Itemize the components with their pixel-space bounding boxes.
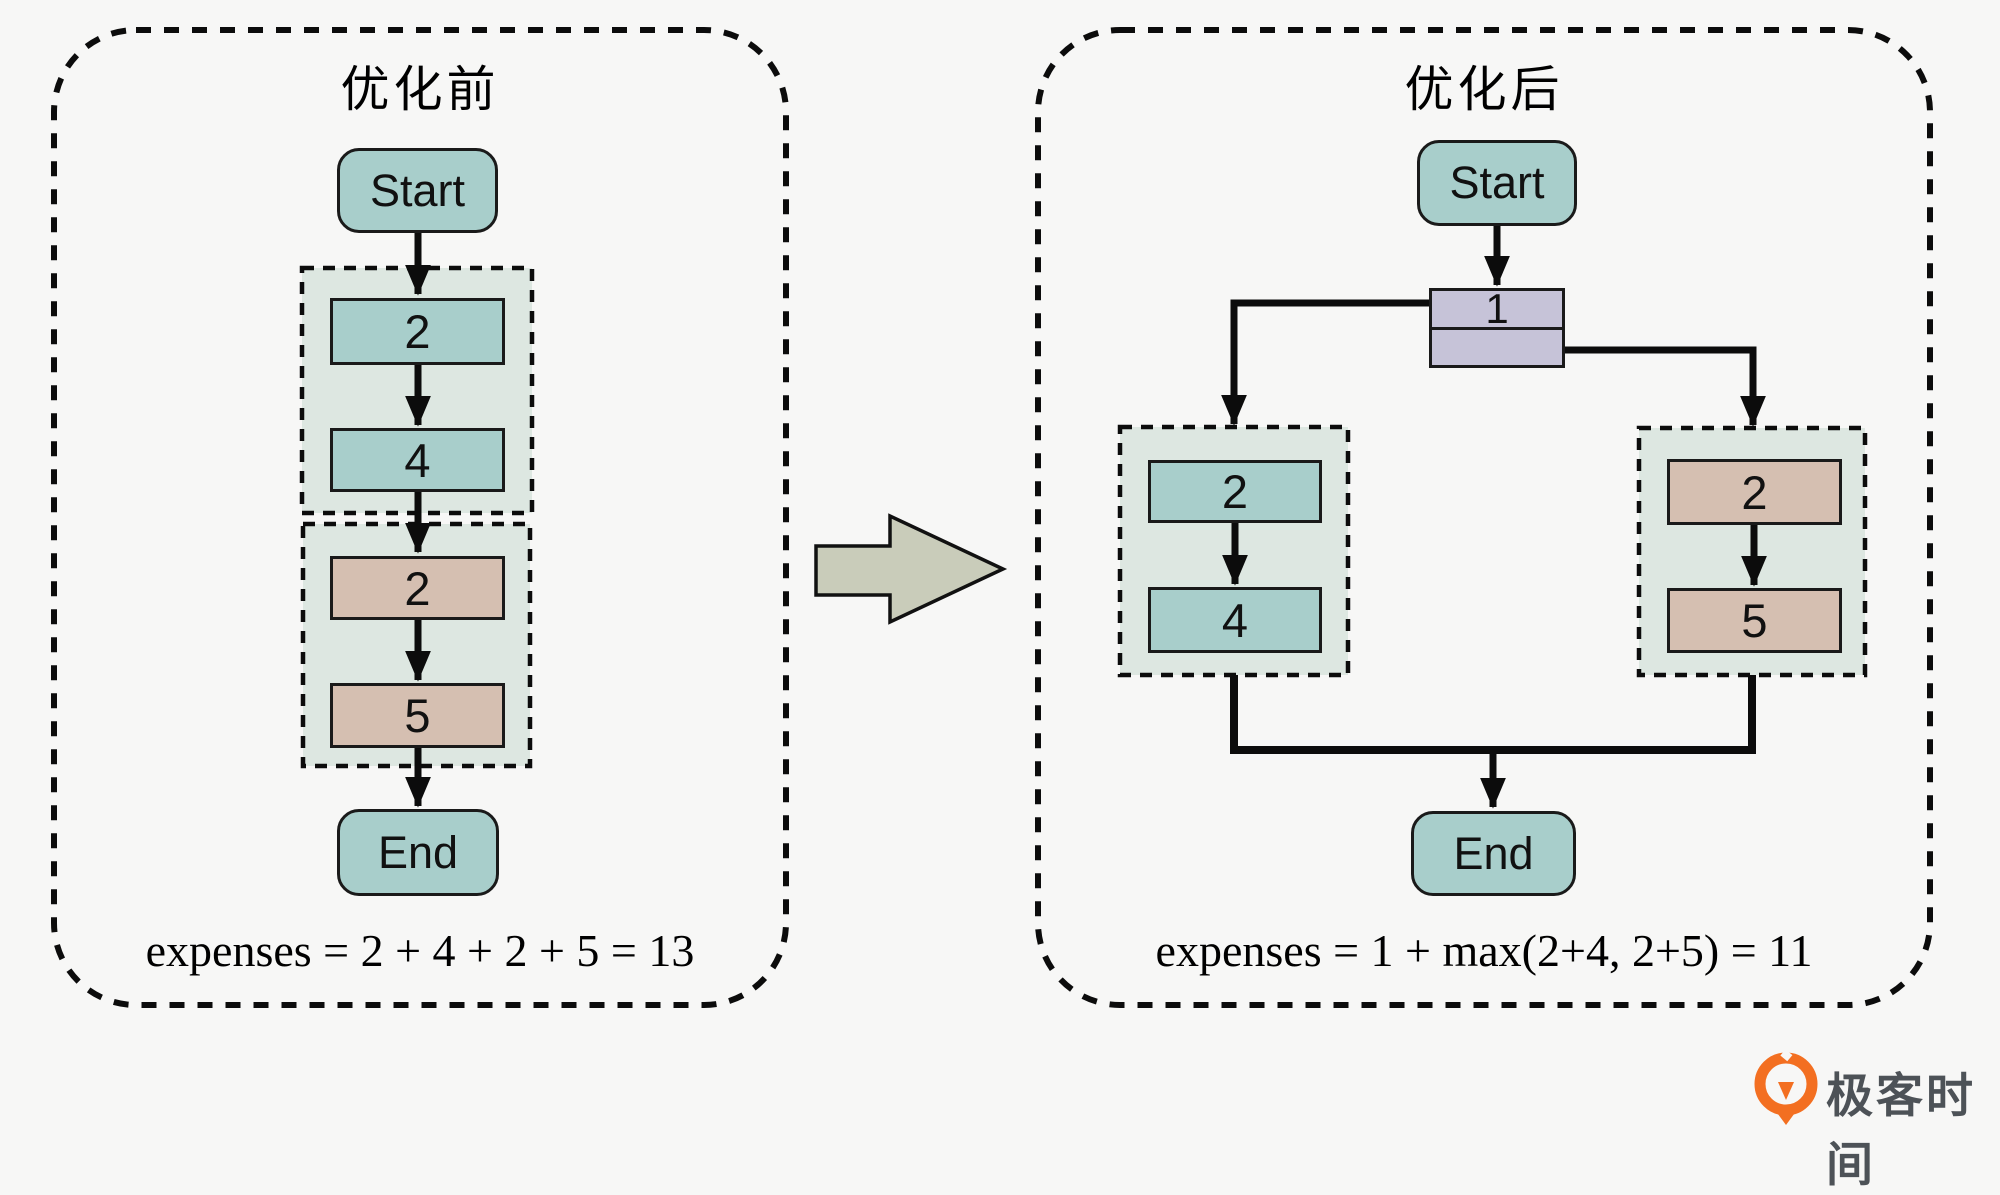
- after-start-node: Start: [1417, 140, 1577, 226]
- after-end-node: End: [1411, 811, 1576, 896]
- before-panel-title: 优化前: [340, 63, 500, 117]
- before-cost-node-2b: 2: [330, 556, 505, 620]
- after-fork-node-empty-row: [1432, 330, 1562, 365]
- before-start-node: Start: [337, 148, 498, 233]
- before-cost-node-2a: 2: [330, 298, 505, 365]
- after-fork-node-label: 1: [1432, 288, 1562, 330]
- before-expenses-formula: expenses = 2 + 4 + 2 + 5 = 13: [145, 925, 695, 976]
- geektime-logo-text: 极客时间: [1826, 1069, 1976, 1191]
- before-end-node: End: [337, 809, 499, 896]
- after-right-branch-node-5: 5: [1667, 588, 1842, 653]
- after-right-branch-node-2: 2: [1667, 459, 1842, 525]
- arrow-fork-to-right-branch: [1565, 346, 1766, 427]
- panel-after-outline: [1035, 27, 1933, 1008]
- diagram-canvas: 优化前 Start 2 4 2 5 End expenses = 2 + 4 +…: [51, 27, 1973, 1191]
- after-fork-node: 1: [1429, 288, 1565, 368]
- after-expenses-formula: expenses = 1 + max(2+4, 2+5) = 11: [1155, 925, 1813, 976]
- before-cost-node-4: 4: [330, 428, 505, 492]
- arrow-fork-to-left-branch: [1221, 299, 1429, 426]
- after-left-branch-node-2: 2: [1148, 460, 1322, 523]
- before-cost-node-5: 5: [330, 683, 505, 748]
- transform-block-arrow-icon: [814, 513, 1008, 625]
- merge-connector: [1230, 675, 1756, 754]
- geektime-logo-icon: [1754, 1049, 1818, 1125]
- after-panel-title: 优化后: [1404, 63, 1564, 117]
- after-left-branch-node-4: 4: [1148, 587, 1322, 653]
- panel-before-outline: [51, 27, 789, 1008]
